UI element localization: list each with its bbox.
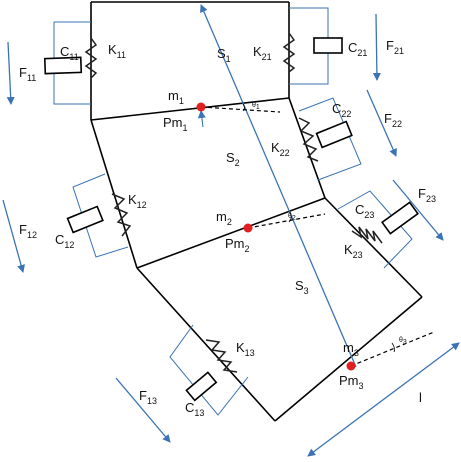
length-label: l xyxy=(419,390,422,405)
force-label-f21: F21 xyxy=(386,38,404,56)
angle-arc-2 xyxy=(288,211,292,223)
point-label-pm1: Pm1 xyxy=(163,115,188,133)
force-arrow-f23 xyxy=(392,179,444,241)
force-arrow-f12 xyxy=(2,199,25,273)
damper-box-22 xyxy=(315,120,353,149)
force-arrow-f21 xyxy=(372,13,381,81)
angle-label-theta3: θ3 xyxy=(399,337,407,346)
segment-label-s3: S3 xyxy=(295,278,309,296)
mass-label-m1: m1 xyxy=(168,88,184,106)
frame-left-lower-edge xyxy=(136,267,276,422)
segment-label-s2: S2 xyxy=(226,150,240,168)
force-label-f11: F11 xyxy=(19,65,36,83)
spring-k23 xyxy=(351,226,383,244)
spring-label-k23: K23 xyxy=(344,242,363,260)
springs xyxy=(84,32,383,373)
divider-line-2 xyxy=(136,197,326,269)
spring-label-k13: K13 xyxy=(236,340,255,358)
segment-label-s1: S1 xyxy=(217,46,231,64)
frame-left-middle-edge xyxy=(90,119,138,269)
damper-label-c12: C12 xyxy=(55,232,74,250)
frame-bottom-edge xyxy=(274,296,423,422)
damper-box-13 xyxy=(185,371,218,402)
pm1-pointer-arrow xyxy=(197,110,206,128)
dampers xyxy=(43,37,419,402)
bracket-unit-13 xyxy=(169,324,249,416)
damper-box-23 xyxy=(381,201,419,235)
angle-label-theta2: θ2 xyxy=(288,213,296,222)
dashed-line-1 xyxy=(200,106,281,113)
spring-k12 xyxy=(111,193,132,237)
dashed-line-3 xyxy=(350,331,435,367)
length-dimension-arrow xyxy=(307,342,460,457)
angle-arc-3 xyxy=(391,342,396,353)
spring-k13 xyxy=(205,339,238,373)
damper-box-11 xyxy=(43,56,83,75)
dashed-line-2 xyxy=(247,213,326,229)
force-label-f12: F12 xyxy=(19,222,37,240)
point-label-pm2: Pm2 xyxy=(225,236,250,254)
spring-label-k11: K11 xyxy=(108,42,126,60)
force-arrows xyxy=(2,13,444,443)
point-label-pm3: Pm3 xyxy=(339,373,364,391)
frame-outline xyxy=(90,1,423,422)
spring-label-k12: K12 xyxy=(128,192,147,210)
spring-k21 xyxy=(282,32,296,73)
center-axis-line xyxy=(200,4,357,368)
spring-label-k22: K22 xyxy=(271,140,290,158)
spring-k22 xyxy=(298,117,319,162)
mass-label-m3: m3 xyxy=(343,340,359,358)
divider-line-1 xyxy=(90,97,290,121)
mass-point-3 xyxy=(346,361,356,371)
force-arrow-f11 xyxy=(6,41,15,105)
force-label-f22: F22 xyxy=(384,111,402,129)
frame-right-middle-edge xyxy=(288,97,326,199)
spring-k11 xyxy=(84,37,98,79)
mass-label-m2: m2 xyxy=(216,209,232,227)
damper-label-c11: C11 xyxy=(60,44,79,62)
damper-box-12 xyxy=(66,205,104,234)
frame-right-lower-edge xyxy=(324,197,423,298)
force-label-f13: F13 xyxy=(139,388,157,406)
force-arrow-f22 xyxy=(366,89,397,157)
mass-point-2 xyxy=(243,223,253,233)
force-arrow-f13 xyxy=(115,377,171,443)
damper-label-c21: C21 xyxy=(348,40,367,58)
force-label-f23: F23 xyxy=(418,186,436,204)
mass-point-1 xyxy=(196,102,206,112)
damper-label-c22: C22 xyxy=(332,101,351,119)
angle-arc-1 xyxy=(242,103,245,112)
damper-box-21 xyxy=(313,37,343,54)
spring-label-k21: K21 xyxy=(253,44,272,62)
angle-label-theta1: θ1 xyxy=(252,102,260,111)
damper-label-c23: C23 xyxy=(355,202,374,220)
damper-label-c13: C13 xyxy=(185,400,204,418)
